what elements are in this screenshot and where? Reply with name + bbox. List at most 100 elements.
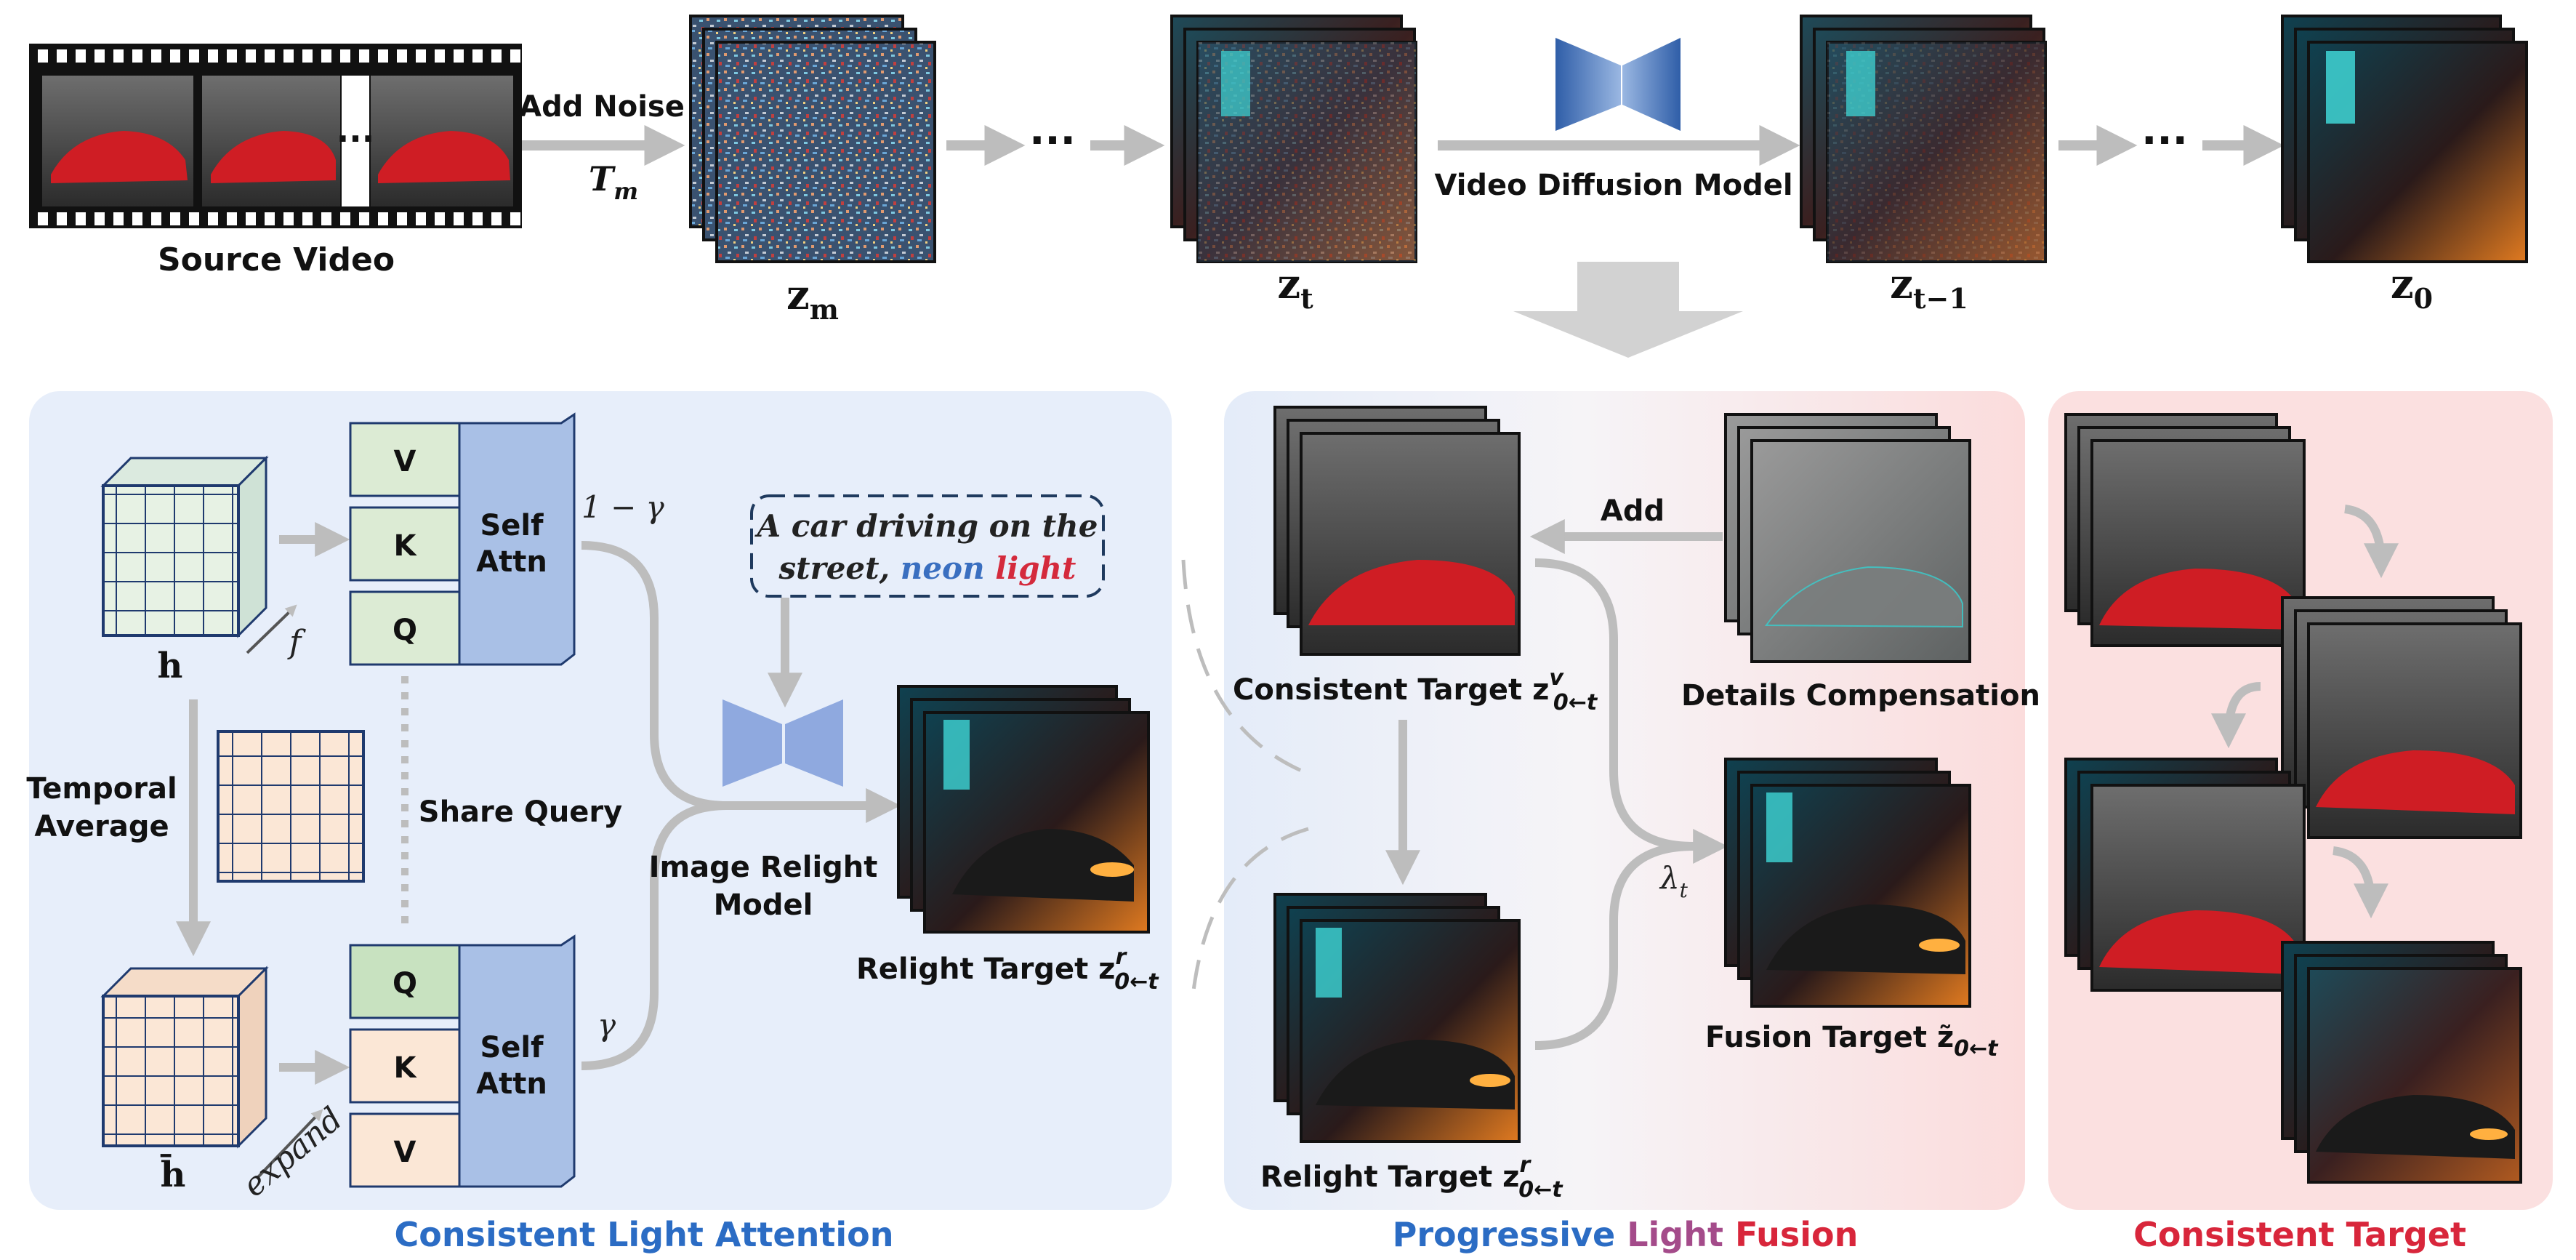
film-sprocket-hole: [510, 212, 520, 225]
film-sprocket-hole: [113, 212, 124, 225]
film-sprocket-hole: [265, 212, 275, 225]
dots-1: ···: [1029, 117, 1076, 164]
ct-arrow-1: [2343, 505, 2399, 579]
self-bottom: Self: [480, 1031, 544, 1064]
film-dots: ...: [337, 111, 374, 150]
merge-curve-top: [581, 541, 901, 823]
self-attn-bottom-block: [349, 934, 576, 1188]
film-sprocket-hole: [57, 212, 67, 225]
film-sprocket-hole: [359, 212, 369, 225]
film-sprocket-hole: [491, 212, 502, 225]
z0-label: z0: [2391, 260, 2433, 315]
film-sprocket-hole: [151, 212, 161, 225]
v-bottom: V: [394, 1136, 416, 1169]
fusion-target-label: Fusion Target z̃0←t: [1705, 1021, 1999, 1062]
dashed-connector-lower: [1190, 827, 1309, 1004]
film-sprocket-hole: [170, 49, 180, 63]
dashed-connector-upper: [1181, 559, 1309, 776]
ct-stack-3: [2064, 758, 2306, 992]
irm-line2: Model: [714, 888, 813, 922]
film-sprocket-hole: [302, 49, 313, 63]
film-sprocket-hole: [397, 49, 407, 63]
zt-frame-stack: [1170, 15, 1417, 263]
film-sprocket-hole: [416, 212, 426, 225]
zt1-label: zt−1: [1890, 260, 1968, 315]
k-top: K: [394, 529, 418, 563]
source-video-filmstrip: ...: [29, 44, 522, 228]
k-bottom: K: [394, 1051, 418, 1085]
ct-arrow-3: [2333, 846, 2388, 919]
film-sprocket-hole: [113, 49, 124, 63]
h-label: h: [158, 646, 183, 686]
film-sprocket-hole: [321, 49, 331, 63]
expand-arrow: [256, 1109, 323, 1179]
h-bar-label: h̄: [160, 1153, 185, 1195]
relight-target-stack-plf: [1273, 893, 1521, 1143]
film-sprocket-hole: [208, 212, 218, 225]
film-sprocket-hole: [57, 49, 67, 63]
film-sprocket-hole: [283, 49, 294, 63]
fusion-target-stack: [1724, 758, 1971, 1008]
film-sprocket-hole: [359, 49, 369, 63]
details-comp-label: Details Compensation: [1681, 679, 2040, 713]
image-relight-model-icon: [723, 699, 843, 787]
film-sprocket-hole: [227, 49, 237, 63]
film-sprocket-hole: [246, 49, 256, 63]
fusion-curve-bottom: [1534, 842, 1694, 1050]
film-sprocket-hole: [189, 212, 199, 225]
film-sprocket-hole: [397, 212, 407, 225]
film-sprocket-hole: [246, 212, 256, 225]
temporal-label: Temporal: [26, 772, 177, 806]
ct-arrow-2: [2211, 682, 2261, 749]
relight-target-stack-cla: [897, 685, 1150, 934]
attn-top: Attn: [476, 545, 547, 579]
video-diffusion-model-icon: [1555, 38, 1681, 131]
f-arrow: [246, 604, 297, 654]
prompt-box: [750, 494, 1105, 598]
film-sprocket-hole: [208, 49, 218, 63]
film-sprocket-hole: [76, 212, 86, 225]
irm-line1: Image Relight: [649, 851, 878, 884]
film-sprocket-hole: [302, 212, 313, 225]
zt-label: zt: [1277, 260, 1313, 315]
add-label: Add: [1601, 494, 1665, 528]
zt1-frame-stack: [1800, 15, 2047, 263]
source-video-label: Source Video: [158, 241, 395, 278]
h-cube: [100, 455, 269, 638]
film-sprocket-hole: [435, 212, 445, 225]
prompt-line1: A car driving on the: [754, 508, 1098, 544]
film-sprocket-hole: [38, 212, 48, 225]
film-sprocket-hole: [340, 49, 350, 63]
film-sprocket-hole: [94, 49, 105, 63]
film-sprocket-hole: [132, 212, 142, 225]
film-sprocket-hole: [265, 49, 275, 63]
film-sprocket-hole: [189, 49, 199, 63]
film-sprocket-hole: [510, 49, 520, 63]
film-sprocket-hole: [132, 49, 142, 63]
film-sprocket-hole: [283, 212, 294, 225]
cla-title: Consistent Light Attention: [395, 1215, 894, 1254]
lambda-label: λt: [1659, 860, 1689, 902]
z0-frame-stack: [2281, 15, 2528, 263]
film-sprocket-hole: [170, 212, 180, 225]
cla-panel: [29, 391, 1172, 1210]
self-top: Self: [480, 509, 544, 542]
film-sprocket-hole: [38, 49, 48, 63]
h-bar-cube: [100, 966, 269, 1149]
film-sprocket-hole: [435, 49, 445, 63]
film-sprocket-hole: [472, 49, 483, 63]
consistent-target-stack: [1273, 406, 1521, 656]
film-sprocket-hole: [454, 49, 464, 63]
ct-title: Consistent Target: [2133, 1215, 2466, 1254]
average-label: Average: [34, 810, 169, 843]
prompt-line2: street, neon light: [778, 550, 1076, 586]
film-sprocket-hole: [454, 212, 464, 225]
fusion-curve-top: [1534, 558, 1728, 864]
attn-bottom: Attn: [476, 1067, 547, 1101]
q-top: Q: [393, 614, 417, 647]
film-sprocket-hole: [378, 49, 388, 63]
self-attn-top-block: [349, 412, 576, 666]
